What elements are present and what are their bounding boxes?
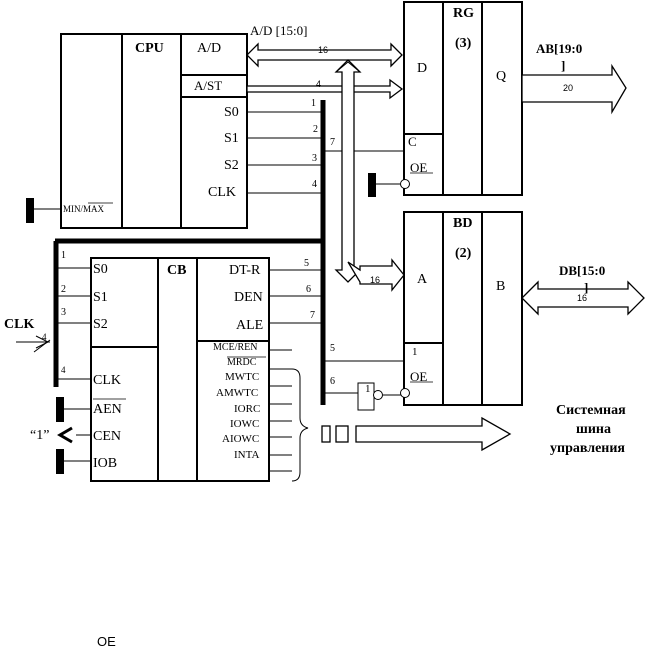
cpu-pin-clk: CLK: [208, 185, 236, 200]
ast-width: 4: [316, 79, 321, 89]
rg-d: D: [417, 61, 427, 76]
wire-num-2: 2: [313, 124, 318, 135]
db-bus-width: 16: [577, 293, 587, 303]
system-bus-arrow: [355, 416, 512, 452]
clk-input-label: CLK: [4, 317, 34, 332]
ab-bus-width: 20: [563, 83, 573, 93]
inverter-label: 1: [365, 383, 371, 395]
db-bus-label: DB[15:0: [559, 263, 605, 278]
bd-block: [403, 211, 523, 406]
cb-out-dtr: DT-R: [229, 263, 261, 278]
left-num-3: 3: [61, 307, 66, 318]
left-num-2: 2: [61, 284, 66, 295]
cpu-title: CPU: [135, 41, 164, 56]
ab-bus-arrow: [521, 63, 627, 115]
ast-arrow: [246, 78, 404, 100]
cpu-pin-ast: A/ST: [194, 78, 222, 93]
bd-a: A: [417, 272, 428, 287]
system-bus-line-3: управления: [550, 441, 625, 456]
bd-sub: (2): [455, 246, 472, 261]
wire-num-1: 1: [311, 98, 316, 109]
cpu-pin-s2: S2: [224, 158, 239, 173]
system-bus-line-2: шина: [576, 422, 611, 437]
rg-q: Q: [496, 69, 506, 84]
ad-bus-width: 16: [318, 45, 328, 55]
cb-in-cen: CEN: [93, 429, 121, 444]
wire-num-4: 4: [312, 179, 317, 190]
rg-title: RG: [453, 6, 474, 21]
footer-oe: OE: [97, 634, 116, 648]
left-num-4: 4: [42, 332, 47, 342]
left-num-4b: 4: [61, 365, 66, 375]
left-num-1: 1: [61, 250, 66, 261]
cb-in-iob: IOB: [93, 456, 117, 471]
wire-num-6b: 6: [330, 376, 335, 387]
wire-num-7: 7: [330, 137, 335, 148]
cb-in-s1: S1: [93, 290, 108, 305]
cb-title: CB: [167, 263, 186, 278]
ad-bus-label: A/D [15:0]: [250, 23, 307, 38]
bd-a-width: 16: [370, 275, 380, 285]
bd-oe: OE: [410, 369, 427, 384]
cb-in-clk: CLK: [93, 373, 121, 388]
cb-in-aen: AEN: [93, 402, 122, 417]
cb-out-aiowc: AIOWC: [222, 433, 259, 445]
cb-out-amwtc: AMWTC: [216, 387, 258, 399]
cpu-block: [60, 33, 248, 229]
rg-sub: (3): [455, 36, 472, 51]
system-bus-line-1: Системная: [556, 403, 626, 418]
rg-c: C: [408, 134, 417, 149]
ab-bus-label: AB[19:0: [536, 41, 582, 56]
cb-out-iorc: IORC: [234, 403, 260, 415]
cb-out-den: DEN: [234, 290, 263, 305]
cpu-pin-s0: S0: [224, 105, 239, 120]
db-bus-arrow: [521, 280, 645, 316]
rg-oe: OE: [410, 160, 427, 175]
cb-in-s0: S0: [93, 262, 108, 277]
cpu-pin-ad: A/D: [197, 41, 221, 56]
bd-a-arrow: [347, 258, 405, 292]
wire-num-5: 5: [304, 258, 309, 269]
cb-out-ale: ALE: [236, 318, 263, 333]
bd-b: B: [496, 279, 505, 294]
wire-num-5b: 5: [330, 343, 335, 354]
cb-out-mrdc: MRDC: [227, 357, 257, 368]
cb-out-inta: INTA: [234, 449, 259, 461]
cen-one-label: “1”: [30, 428, 49, 443]
bd-title: BD: [453, 216, 472, 231]
db-bus-label-cont: ]: [584, 280, 588, 295]
vertical-bus-arrow: [334, 59, 362, 283]
cb-out-iowc: IOWC: [230, 418, 259, 430]
cb-out-mce-ren: MCE/REN: [213, 342, 257, 353]
cb-in-s2: S2: [93, 317, 108, 332]
wire-num-7b: 7: [310, 310, 315, 321]
wire-num-6: 6: [306, 284, 311, 295]
cb-out-mwtc: MWTC: [225, 371, 259, 383]
cpu-minmax: MIN/MAX: [63, 204, 105, 214]
ab-bus-label-cont: ]: [561, 58, 565, 73]
wire-num-3: 3: [312, 153, 317, 164]
ad-bus-arrow: [246, 42, 403, 68]
bd-one: 1: [412, 346, 418, 358]
cpu-pin-s1: S1: [224, 131, 239, 146]
